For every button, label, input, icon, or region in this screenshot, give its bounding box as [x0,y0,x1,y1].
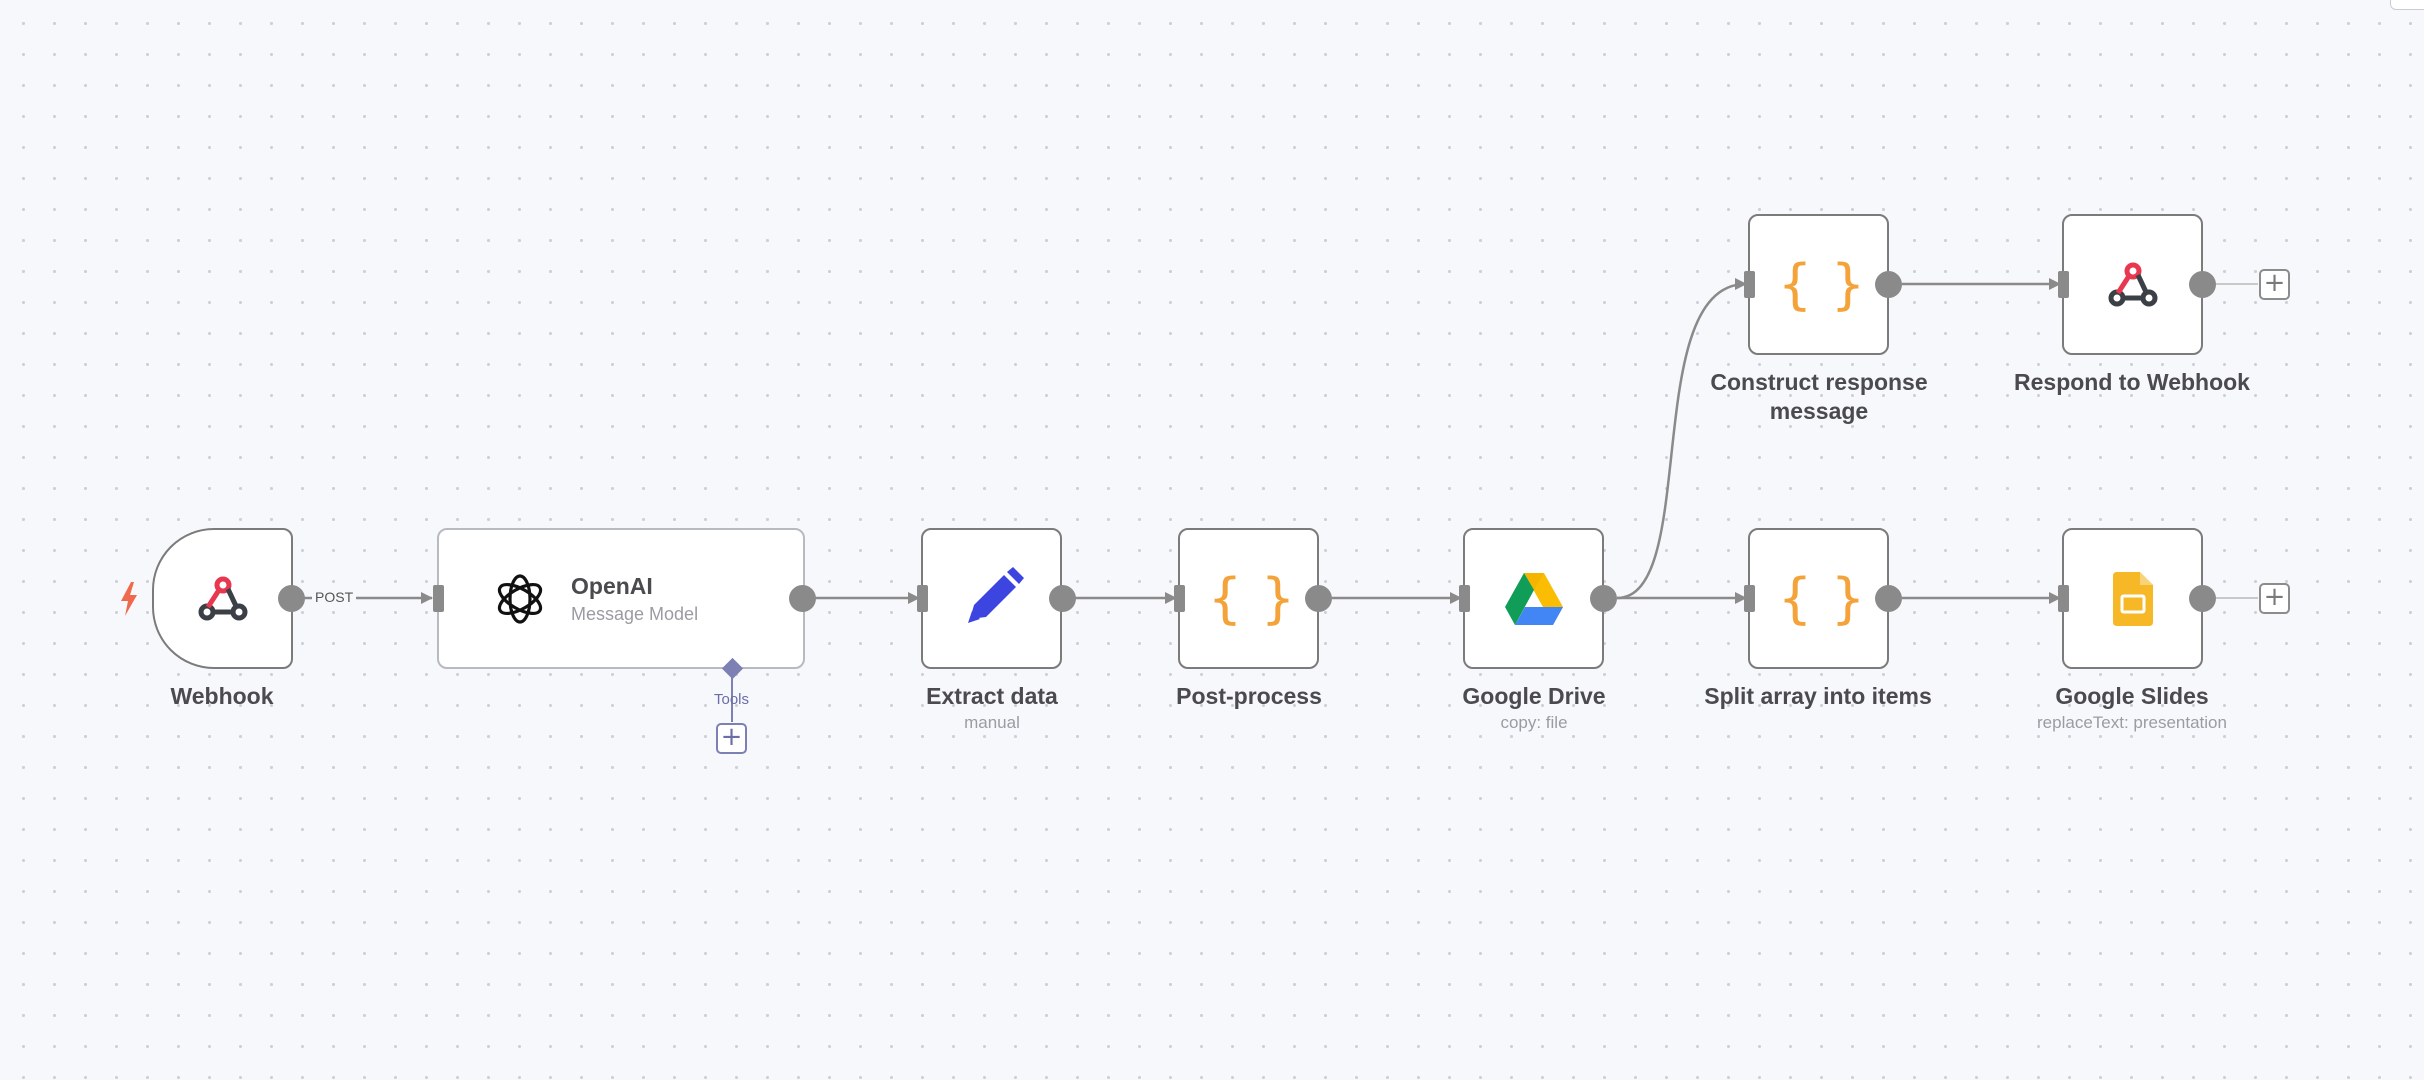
respond-output-handle[interactable] [2189,271,2216,298]
node-google-slides[interactable] [2062,528,2203,669]
node-label-respond: Respond to Webhook [2014,369,2250,395]
split-input-handle[interactable] [1744,585,1755,612]
node-respond-webhook[interactable] [2062,214,2203,355]
node-label-drive: Google Drive [1462,683,1606,709]
node-label-webhook: Webhook [170,683,274,709]
node-split-array[interactable]: { } [1748,528,1889,669]
postprocess-output-handle[interactable] [1305,585,1332,612]
webhook-output-handle[interactable] [278,585,305,612]
edge-drive-construct [1616,278,1747,600]
edge-label-post: POST [312,589,357,605]
add-node-after-respond-button[interactable]: + [2259,269,2290,300]
node-label-postprocess: Post-process [1176,683,1322,709]
construct-input-handle[interactable] [1744,271,1755,298]
openai-icon [497,573,543,624]
node-extract-data[interactable] [921,528,1062,669]
split-output-handle[interactable] [1875,585,1902,612]
slides-output-handle[interactable] [2189,585,2216,612]
node-sub-slides: replaceText: presentation [2037,713,2227,732]
node-sub-drive: copy: file [1500,713,1568,732]
node-post-process[interactable]: { } [1178,528,1319,669]
node-sub-extract: manual [964,713,1020,732]
webhook-icon [198,576,247,620]
drive-output-handle[interactable] [1590,585,1617,612]
construct-output-handle[interactable] [1875,271,1902,298]
openai-title: OpenAI [571,572,653,599]
node-openai[interactable]: OpenAI Message Model [437,528,805,669]
node-webhook[interactable] [152,528,293,669]
curly-braces-icon: { } [1208,567,1295,630]
tools-label: Tools [714,691,750,708]
postprocess-input-handle[interactable] [1174,585,1185,612]
openai-output-handle[interactable] [789,585,816,612]
extract-output-handle[interactable] [1049,585,1076,612]
google-drive-icon [1504,572,1563,625]
node-google-drive[interactable] [1463,528,1604,669]
corner-control[interactable] [2390,0,2424,10]
node-label-split: Split array into items [1704,683,1932,709]
node-label-slides: Google Slides [2055,683,2209,709]
drive-input-handle[interactable] [1459,585,1470,612]
node-construct-response[interactable]: { } [1748,214,1889,355]
openai-input-handle[interactable] [433,585,444,612]
add-tool-button[interactable]: + [716,723,747,754]
trigger-bolt-icon [121,582,137,616]
respond-input-handle[interactable] [2058,271,2069,298]
node-label-extract: Extract data [926,683,1058,709]
webhook-icon [2108,262,2157,306]
node-label-construct: Construct response message [1710,369,1928,424]
openai-text: OpenAI Message Model [571,573,698,625]
add-node-after-slides-button[interactable]: + [2259,583,2290,614]
slides-input-handle[interactable] [2058,585,2069,612]
openai-subtitle: Message Model [571,603,699,624]
google-slides-icon [2112,571,2153,626]
extract-input-handle[interactable] [917,585,928,612]
curly-braces-icon: { } [1778,253,1865,316]
curly-braces-icon: { } [1778,567,1865,630]
pencil-icon [967,566,1024,623]
